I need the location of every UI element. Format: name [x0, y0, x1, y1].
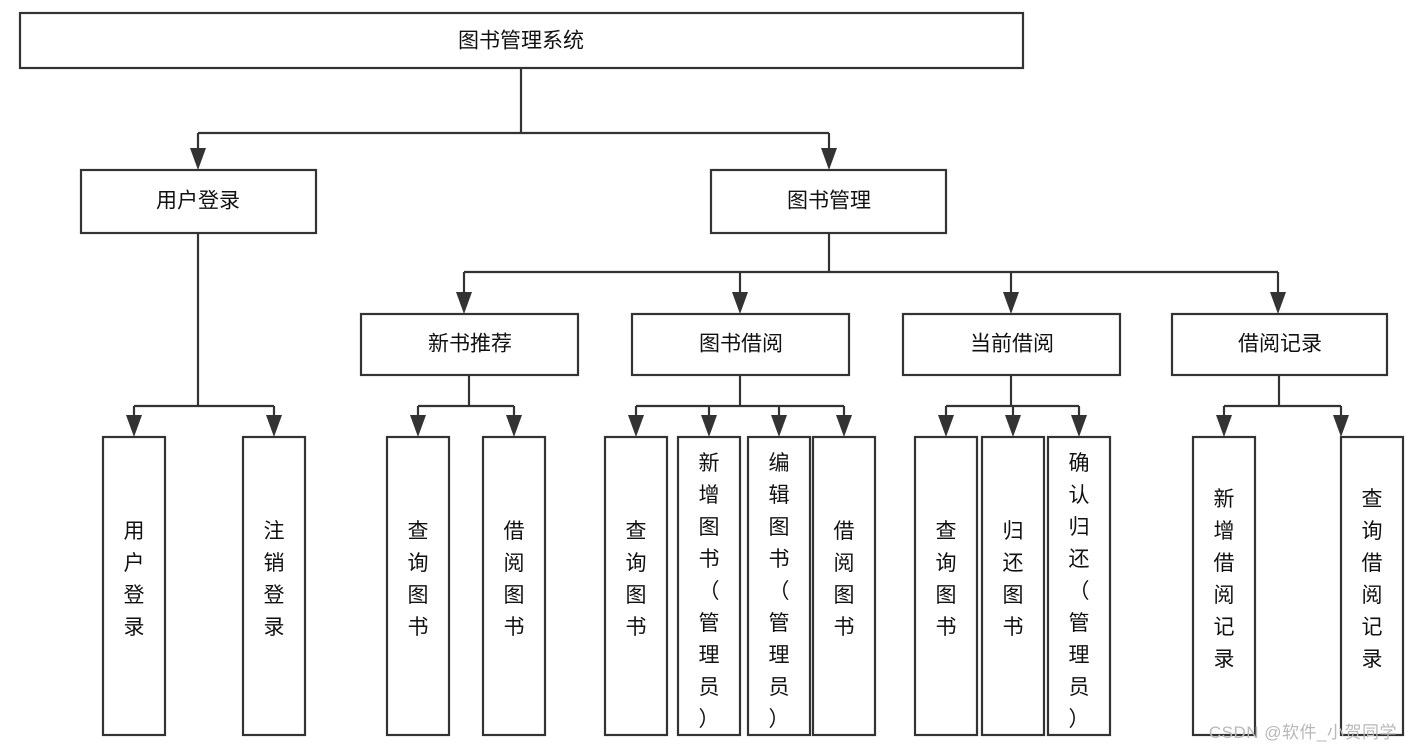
node-leaf-add-record-label: 新增借阅记录	[1214, 488, 1235, 671]
arrowhead-leaf-logout	[266, 415, 282, 437]
node-leaf-return-book-label: 归还图书	[1003, 520, 1024, 639]
node-leaf-query-book-3[interactable]: 查询图书	[913, 435, 979, 737]
node-leaf-query-book-2-label: 查询图书	[626, 520, 647, 639]
node-leaf-borrow-book-1-box[interactable]	[481, 435, 547, 737]
node-new-book-rec-label: 新书推荐	[428, 333, 512, 356]
arrowhead-user-login	[190, 148, 206, 170]
node-new-book-rec-box[interactable]	[359, 312, 580, 377]
node-borrow-record-label: 借阅记录	[1238, 333, 1322, 356]
node-leaf-query-book-1[interactable]: 查询图书	[385, 435, 451, 737]
node-leaf-add-book[interactable]: 新增图书（管理员）	[676, 435, 742, 737]
node-leaf-borrow-book-2[interactable]: 借阅图书	[811, 435, 877, 737]
node-leaf-return-book[interactable]: 归还图书	[980, 435, 1046, 737]
node-leaf-borrow-book-1[interactable]: 借阅图书	[481, 435, 547, 737]
arrowhead-borrow-record	[1270, 292, 1286, 314]
node-leaf-user-login[interactable]: 用户登录	[101, 435, 167, 737]
node-leaf-add-book-box[interactable]	[676, 435, 742, 737]
node-book-manage-box[interactable]	[709, 168, 948, 235]
arrowhead-leaf-add-book	[701, 415, 717, 437]
arrowhead-leaf-query-record	[1333, 415, 1349, 437]
node-leaf-return-book-box[interactable]	[980, 435, 1046, 737]
arrowhead-leaf-edit-book	[771, 415, 787, 437]
arrowhead-leaf-add-record	[1216, 415, 1232, 437]
arrowhead-leaf-query-book-3	[938, 415, 954, 437]
node-book-manage[interactable]: 图书管理	[709, 168, 948, 235]
csdn-watermark: CSDN @软件_小贺同学	[1208, 723, 1397, 742]
node-leaf-logout-box[interactable]	[241, 435, 307, 737]
node-user-login-label: 用户登录	[156, 190, 240, 213]
node-leaf-borrow-book-2-box[interactable]	[811, 435, 877, 737]
node-root[interactable]: 图书管理系统	[18, 11, 1025, 70]
node-leaf-add-record-box[interactable]	[1191, 435, 1257, 737]
node-leaf-logout[interactable]: 注销登录	[241, 435, 307, 737]
node-leaf-edit-book-label: 编辑图书（管理员）	[769, 452, 790, 731]
arrowhead-current-borrow	[1003, 292, 1019, 314]
node-user-login-box[interactable]	[79, 168, 318, 235]
node-borrow-record[interactable]: 借阅记录	[1170, 312, 1389, 377]
node-book-manage-label: 图书管理	[787, 190, 871, 213]
arrowhead-leaf-query-book-1	[410, 415, 426, 437]
node-borrow-record-box[interactable]	[1170, 312, 1389, 377]
arrowhead-book-borrow	[732, 292, 748, 314]
node-leaf-query-book-3-label: 查询图书	[936, 520, 957, 639]
node-leaf-query-book-3-box[interactable]	[913, 435, 979, 737]
node-book-borrow-box[interactable]	[630, 312, 851, 377]
node-leaf-borrow-book-1-label: 借阅图书	[504, 520, 525, 639]
node-leaf-query-record-box[interactable]	[1339, 435, 1405, 737]
node-book-borrow[interactable]: 图书借阅	[630, 312, 851, 377]
node-leaf-user-login-label: 用户登录	[124, 520, 145, 639]
node-leaf-edit-book[interactable]: 编辑图书（管理员）	[746, 435, 812, 737]
node-leaf-borrow-book-2-label: 借阅图书	[834, 520, 855, 639]
node-leaf-query-record-label: 查询借阅记录	[1362, 488, 1383, 671]
arrowhead-leaf-user-login	[126, 415, 142, 437]
node-root-box[interactable]	[18, 11, 1025, 70]
node-leaf-user-login-box[interactable]	[101, 435, 167, 737]
arrowhead-leaf-confirm-return	[1071, 415, 1087, 437]
node-user-login[interactable]: 用户登录	[79, 168, 318, 235]
node-root-label: 图书管理系统	[458, 30, 584, 53]
node-leaf-confirm-return[interactable]: 确认归还（管理员）	[1046, 435, 1112, 737]
connector-layer	[126, 68, 1349, 437]
arrowhead-new-book-rec	[456, 292, 472, 314]
arrowhead-leaf-query-book-2	[628, 415, 644, 437]
arrowhead-leaf-borrow-book-2	[836, 415, 852, 437]
arrowhead-leaf-return-book	[1005, 415, 1021, 437]
node-leaf-add-book-label: 新增图书（管理员）	[699, 452, 720, 731]
leaf-layer: 用户登录 注销登录 查询图书 借阅图书 查询图书 新增图书（管理员）	[101, 435, 1405, 737]
node-leaf-edit-book-box[interactable]	[746, 435, 812, 737]
node-book-borrow-label: 图书借阅	[699, 333, 783, 356]
node-current-borrow[interactable]: 当前借阅	[901, 312, 1122, 377]
node-current-borrow-box[interactable]	[901, 312, 1122, 377]
node-leaf-confirm-return-box[interactable]	[1046, 435, 1112, 737]
node-leaf-add-record[interactable]: 新增借阅记录	[1191, 435, 1257, 737]
arrowhead-leaf-borrow-book-1	[506, 415, 522, 437]
node-new-book-rec[interactable]: 新书推荐	[359, 312, 580, 377]
node-leaf-query-book-1-box[interactable]	[385, 435, 451, 737]
node-leaf-query-book-2[interactable]: 查询图书	[603, 435, 669, 737]
node-leaf-query-record[interactable]: 查询借阅记录	[1339, 435, 1405, 737]
node-leaf-query-book-2-box[interactable]	[603, 435, 669, 737]
node-leaf-logout-label: 注销登录	[264, 520, 285, 639]
node-leaf-query-book-1-label: 查询图书	[408, 520, 429, 639]
arrowhead-book-manage	[821, 148, 837, 170]
node-leaf-confirm-return-label: 确认归还（管理员）	[1069, 452, 1090, 731]
node-current-borrow-label: 当前借阅	[970, 333, 1054, 356]
